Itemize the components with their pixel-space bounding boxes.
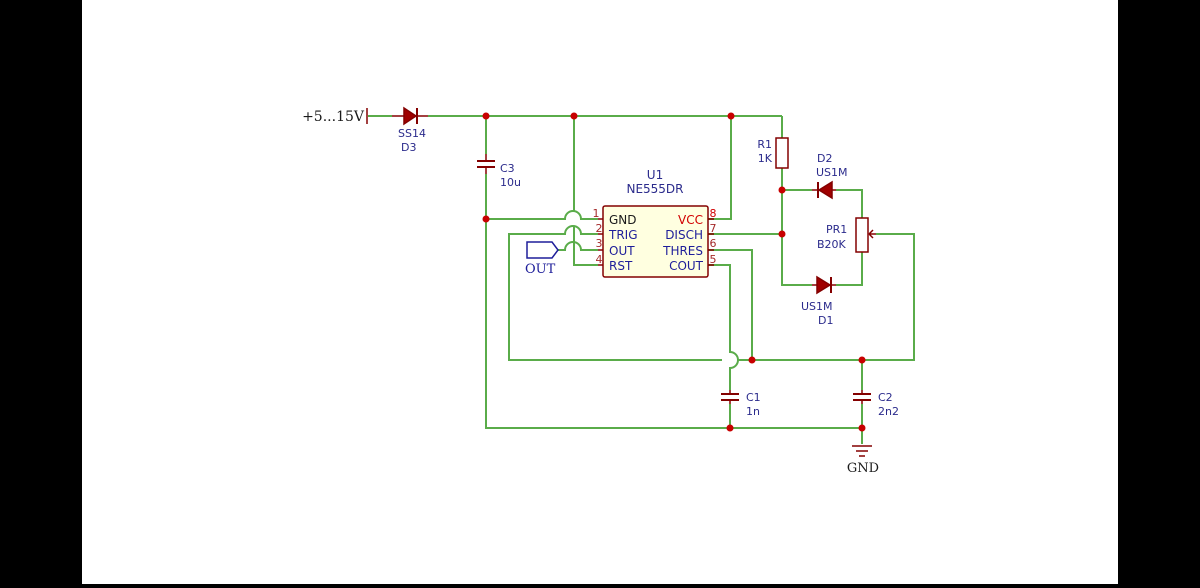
u1-pin-name-vcc: VCC <box>678 213 703 227</box>
u1-ref: U1 <box>647 168 663 182</box>
u1-pin-number: 1 <box>593 207 600 220</box>
ground-symbol <box>852 445 872 457</box>
u1-pin-name-rst: RST <box>609 259 633 273</box>
wire-thres-lower <box>738 233 915 361</box>
c1-value: 1n <box>746 405 760 418</box>
junction-dot <box>482 112 490 120</box>
potentiometer-pr1: PR1 B20K <box>817 217 876 253</box>
wire-d1-to-pot <box>836 252 863 286</box>
junction-dot <box>858 424 866 432</box>
diode-d3-body <box>403 106 418 126</box>
c1-ref: C1 <box>746 391 761 404</box>
potentiometer-pr1-body <box>855 217 869 253</box>
junction-dot <box>858 356 866 364</box>
u1-pin-name-thres: THRES <box>662 244 703 258</box>
capacitor-c3 <box>477 154 495 174</box>
capacitor-c2 <box>853 390 871 404</box>
output-net-label: OUT <box>525 241 559 277</box>
d3-ref: D3 <box>401 141 416 154</box>
pr1-value: B20K <box>817 238 847 251</box>
wire-cout <box>708 264 739 390</box>
c2-ref: C2 <box>878 391 893 404</box>
u1-pin-number: 8 <box>710 207 717 220</box>
wire-trig <box>508 225 722 361</box>
junction-dot <box>726 424 734 432</box>
supply-label: +5...15V <box>302 109 365 125</box>
u1-pin-name-gnd: GND <box>609 213 637 227</box>
u1-pin-number: 3 <box>596 237 603 250</box>
u1-pin-number: 7 <box>710 222 717 235</box>
junctions <box>482 112 866 432</box>
wire-c3-bottom <box>485 174 862 429</box>
diode-d1: US1M D1 <box>801 275 836 327</box>
ic-u1-body <box>602 205 709 278</box>
u1-pin-name-disch: DISCH <box>665 228 703 242</box>
wire-thres-pin6 <box>708 249 753 360</box>
d1-ref: D1 <box>818 314 833 327</box>
output-flag-icon <box>526 241 559 259</box>
diode-d2: D2 US1M <box>812 152 848 200</box>
d2-value: US1M <box>816 166 848 179</box>
ground-label: GND <box>847 461 879 476</box>
resistor-r1-body <box>775 137 789 169</box>
d1-value: US1M <box>801 300 833 313</box>
junction-dot <box>482 215 490 223</box>
power-input-symbol: +5...15V <box>302 108 368 125</box>
diode-d3: SS14 D3 <box>392 106 428 154</box>
ic-u1: U1 NE555DR 1 2 3 4 GND TRIG OUT RST 8 7 … <box>593 168 717 278</box>
wire-gnd-pin1 <box>486 210 598 220</box>
r1-value: 1K <box>758 152 773 165</box>
u1-pin-name-out: OUT <box>609 244 635 258</box>
u1-pin-number: 4 <box>596 253 603 266</box>
wire-out <box>558 241 598 251</box>
c3-ref: C3 <box>500 162 515 175</box>
r1-ref: R1 <box>757 138 772 151</box>
sheet-area <box>82 0 1118 584</box>
wire-d2-to-pot <box>836 189 863 218</box>
c2-value: 2n2 <box>878 405 899 418</box>
d2-ref: D2 <box>817 152 832 165</box>
wire-pin8-vcc <box>708 116 732 220</box>
u1-pin-number: 2 <box>596 222 603 235</box>
pr1-ref: PR1 <box>826 223 847 236</box>
u1-pin-name-trig: TRIG <box>608 228 638 242</box>
u1-pin-number: 6 <box>710 237 717 250</box>
u1-pin-number: 5 <box>710 253 717 266</box>
capacitor-c1 <box>721 390 739 404</box>
junction-dot <box>727 112 735 120</box>
u1-value: NE555DR <box>626 182 683 196</box>
wire-r1-bottom <box>781 168 812 286</box>
u1-pin-name-cout: COUT <box>669 259 704 273</box>
diode-d1-body <box>816 275 832 295</box>
resistor-r1: R1 1K <box>757 137 789 169</box>
junction-dot <box>748 356 756 364</box>
junction-dot <box>570 112 578 120</box>
c3-value: 10u <box>500 176 521 189</box>
junction-dot <box>778 186 786 194</box>
junction-dot <box>778 230 786 238</box>
d3-value: SS14 <box>398 127 426 140</box>
output-label: OUT <box>525 262 556 277</box>
wire-vcc-to-rst-lower <box>573 227 598 266</box>
potentiometer-wiper-icon <box>868 229 876 239</box>
